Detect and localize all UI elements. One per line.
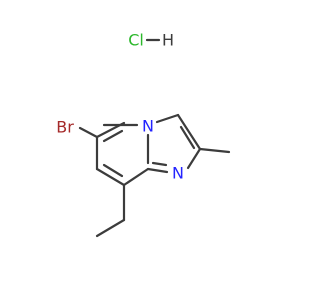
bond-c6-c5 bbox=[95, 121, 126, 139]
bond-ethyl-ch3 bbox=[95, 218, 126, 238]
hydrogen-label: H bbox=[162, 31, 174, 50]
bond-c3-c2 bbox=[176, 113, 202, 151]
chemical-structure: Cl H Br N N bbox=[56, 31, 231, 238]
bridgehead-nitrogen-label: N bbox=[142, 117, 154, 136]
double-bond-c5-c6-inner bbox=[102, 129, 124, 143]
bromine-label: Br bbox=[56, 118, 74, 137]
double-bond-c7-c8-inner bbox=[102, 163, 124, 178]
imine-nitrogen-label: N bbox=[172, 164, 184, 183]
bond-n4-c3 bbox=[155, 113, 180, 124]
bond-c2-methyl bbox=[198, 147, 231, 154]
hydrochloride-salt: Cl H bbox=[128, 31, 174, 50]
bond-c8-c7 bbox=[95, 167, 126, 187]
bond-c2-n1 bbox=[186, 147, 202, 170]
imidazopyridine-core: Br N N bbox=[56, 113, 231, 238]
double-bond-n1-c8a-inner bbox=[151, 161, 168, 167]
bond-c8a-c8 bbox=[122, 167, 150, 187]
bond-c6-br bbox=[78, 126, 99, 139]
double-bond-c3-c2-inner bbox=[179, 125, 196, 150]
chlorine-label: Cl bbox=[128, 31, 144, 50]
bond-n1-c8a bbox=[146, 167, 169, 174]
